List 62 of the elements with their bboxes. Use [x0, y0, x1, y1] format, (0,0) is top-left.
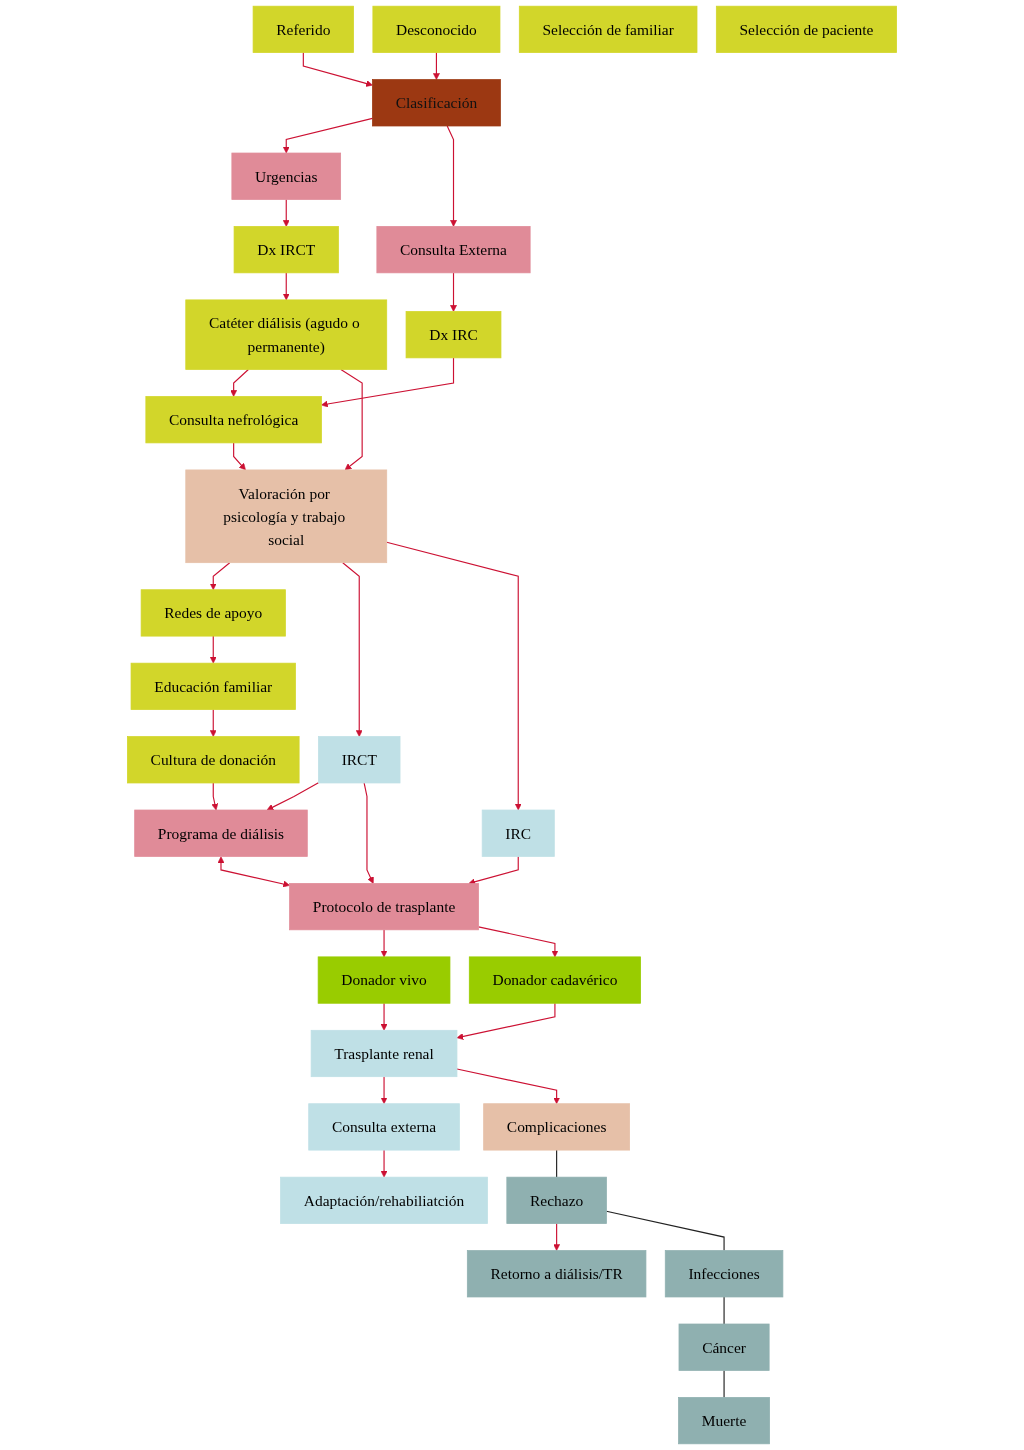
arrow: [456, 1002, 556, 1040]
node-box: Clasificación: [372, 79, 501, 127]
arrow: [321, 357, 455, 408]
node-box: Infecciones: [664, 1250, 784, 1298]
node-box: Retorno a diálisis/TR: [466, 1250, 647, 1298]
arrow: [386, 541, 522, 811]
node-box: Selección de paciente: [715, 5, 897, 53]
node-box: Dx IRC: [405, 311, 502, 359]
node-box: Consulta externa: [308, 1103, 460, 1151]
arrow: [446, 125, 457, 227]
node-box: Complicaciones: [483, 1103, 630, 1151]
node-box: IRC: [481, 809, 555, 857]
node-box: Referido: [252, 5, 354, 53]
arrow: [209, 708, 217, 737]
connector: [723, 1369, 725, 1398]
connector: [605, 1210, 725, 1252]
node-box: Donador cadavérico: [468, 956, 641, 1004]
connector: [556, 1149, 558, 1178]
arrow: [477, 926, 559, 958]
arrow: [553, 1222, 561, 1251]
arrow: [282, 198, 290, 227]
node-box: Catéter diálisis (agudo o permanente): [185, 299, 388, 370]
node-box: Trasplante renal: [310, 1029, 458, 1078]
node-box: Desconocido: [372, 5, 501, 53]
node-box: Consulta nefrológica: [145, 396, 322, 444]
node-box: Cáncer: [678, 1323, 770, 1371]
arrow: [302, 52, 373, 87]
arrow: [380, 1002, 388, 1031]
node-box: Muerte: [678, 1397, 770, 1445]
node-box: Donador vivo: [317, 956, 451, 1004]
node-box: Urgencias: [231, 152, 341, 200]
arrow: [282, 272, 290, 301]
node-box: Redes de apoyo: [140, 589, 286, 637]
node-box: Adaptación/rehabiliatción: [280, 1176, 488, 1224]
arrow: [433, 52, 440, 80]
arrow: [230, 368, 249, 397]
node-box: Protocolo de trasplante: [289, 883, 479, 931]
arrow: [340, 368, 363, 471]
arrow: [209, 562, 231, 591]
arrow: [217, 856, 290, 888]
arrow: [233, 442, 246, 471]
node-box: Selección de familiar: [518, 5, 698, 53]
connector: [723, 1296, 725, 1325]
node-box: Dx IRCT: [233, 226, 339, 274]
node-box: IRCT: [318, 736, 401, 784]
node-box: Educación familiar: [130, 662, 296, 710]
node-box: Rechazo: [506, 1176, 607, 1224]
arrow: [380, 929, 388, 958]
arrow: [211, 782, 219, 811]
arrow: [380, 1076, 388, 1105]
arrow: [209, 635, 217, 664]
arrow: [456, 1068, 561, 1105]
arrow: [380, 1149, 388, 1178]
node-box: Programa de diálisis: [134, 809, 308, 857]
node-box: Valoración por psicología y trabajo social: [185, 469, 388, 564]
node-box: Consulta Externa: [376, 226, 531, 274]
arrow: [363, 782, 374, 884]
arrow: [450, 272, 457, 312]
arrow: [266, 782, 320, 811]
arrow: [342, 562, 363, 737]
arrow: [282, 117, 374, 154]
node-box: Cultura de donación: [127, 736, 300, 784]
